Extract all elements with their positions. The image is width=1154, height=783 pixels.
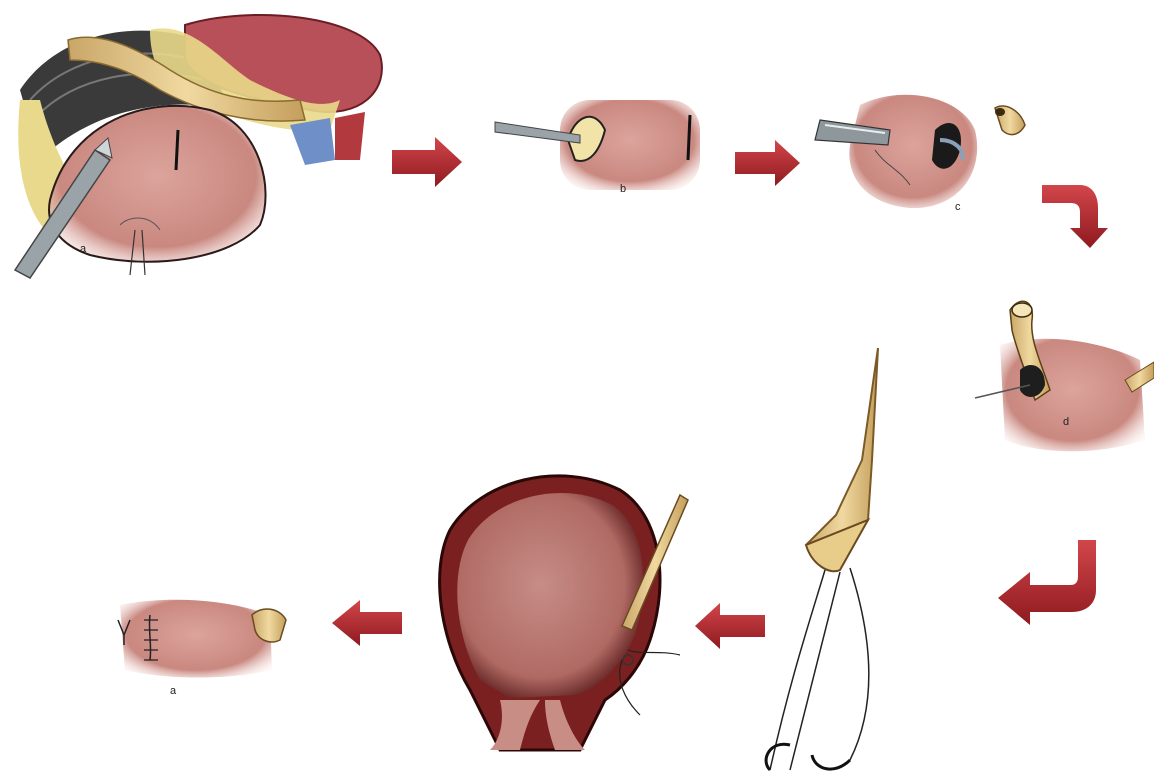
panel-c-label: c	[955, 201, 961, 213]
arrow-catheter-to-bladder	[695, 603, 765, 649]
arrow-bladder-to-final	[332, 600, 402, 646]
vena-cava	[290, 118, 335, 165]
arrow-d-to-catheter	[998, 540, 1096, 625]
arrow-c-to-d	[1042, 185, 1108, 248]
panel-d-label: d	[1063, 416, 1069, 428]
bladder-cross-section	[440, 476, 688, 750]
panel-final: a	[118, 600, 286, 697]
panel-c: c	[815, 95, 1025, 213]
panel-b: b	[495, 100, 700, 195]
panel-a-label: a	[80, 243, 87, 255]
panel-d: d	[975, 301, 1154, 451]
bladder-lumen	[457, 493, 643, 698]
arrow-a-to-b	[392, 137, 462, 187]
ureter-catheter	[766, 348, 878, 770]
panel-final-label: a	[170, 685, 177, 697]
panel-b-label: b	[620, 183, 626, 195]
panel-a: a	[15, 15, 382, 278]
arrow-b-to-c	[735, 140, 800, 186]
